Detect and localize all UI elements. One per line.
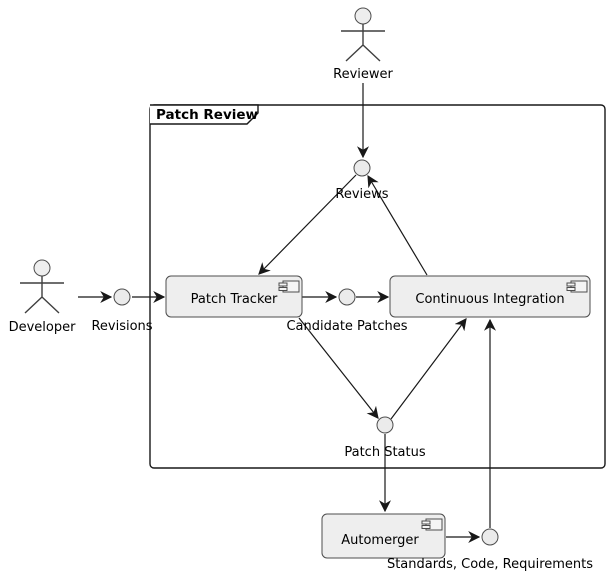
- interface-patch-status: Patch Status: [344, 416, 426, 460]
- component-continuous-integration: Continuous Integration: [389, 275, 591, 318]
- interface-candidate-patches: Candidate Patches: [286, 288, 408, 334]
- edge-ci-to-reviews: [367, 174, 428, 276]
- component-icon: [566, 280, 588, 293]
- edges: [78, 83, 496, 543]
- actor-body-icon: [20, 276, 64, 314]
- interface-circle-icon: [353, 159, 371, 177]
- interface-reviews-label: Reviews: [335, 187, 388, 202]
- edge-patch-status-to-ci: [390, 318, 467, 420]
- frame-border: [149, 104, 606, 469]
- actor-developer-label: Developer: [9, 320, 77, 335]
- interface-revisions-label: Revisions: [91, 319, 152, 334]
- interface-patch-status-label: Patch Status: [344, 445, 425, 460]
- actor-body-icon: [341, 24, 385, 62]
- component-box: [165, 275, 303, 318]
- interface-revisions: Revisions: [91, 288, 153, 334]
- interface-standards-label: Standards, Code, Requirements: [387, 557, 593, 572]
- component-automerger-label: Automerger: [341, 533, 419, 548]
- actor-developer: Developer: [9, 259, 77, 335]
- interface-circle-icon: [338, 288, 356, 306]
- component-icon: [278, 280, 300, 293]
- actor-reviewer: Reviewer: [333, 7, 394, 82]
- component-patch-tracker: Patch Tracker: [165, 275, 303, 318]
- component-patch-tracker-label: Patch Tracker: [191, 292, 278, 307]
- interface-standards: Standards, Code, Requirements: [387, 528, 593, 572]
- interface-reviews: Reviews: [335, 159, 389, 202]
- edge-patch-tracker-to-patch-status: [298, 317, 379, 419]
- interface-candidate-patches-label: Candidate Patches: [286, 319, 407, 334]
- component-icon: [421, 518, 443, 531]
- component-continuous-integration-label: Continuous Integration: [415, 292, 564, 307]
- interface-circle-icon: [481, 528, 499, 546]
- actor-head-icon: [354, 7, 372, 25]
- frame-patch-review: Patch Review: [149, 104, 606, 469]
- actor-reviewer-label: Reviewer: [333, 67, 393, 82]
- component-box: [389, 275, 591, 318]
- actor-head-icon: [33, 259, 51, 277]
- component-automerger: Automerger: [321, 513, 446, 559]
- frame-title-tab: [150, 104, 259, 125]
- interface-circle-icon: [113, 288, 131, 306]
- interface-circle-icon: [376, 416, 394, 434]
- edge-reviews-to-patch-tracker: [258, 174, 357, 275]
- frame-title: Patch Review: [156, 107, 258, 123]
- component-box: [321, 513, 446, 559]
